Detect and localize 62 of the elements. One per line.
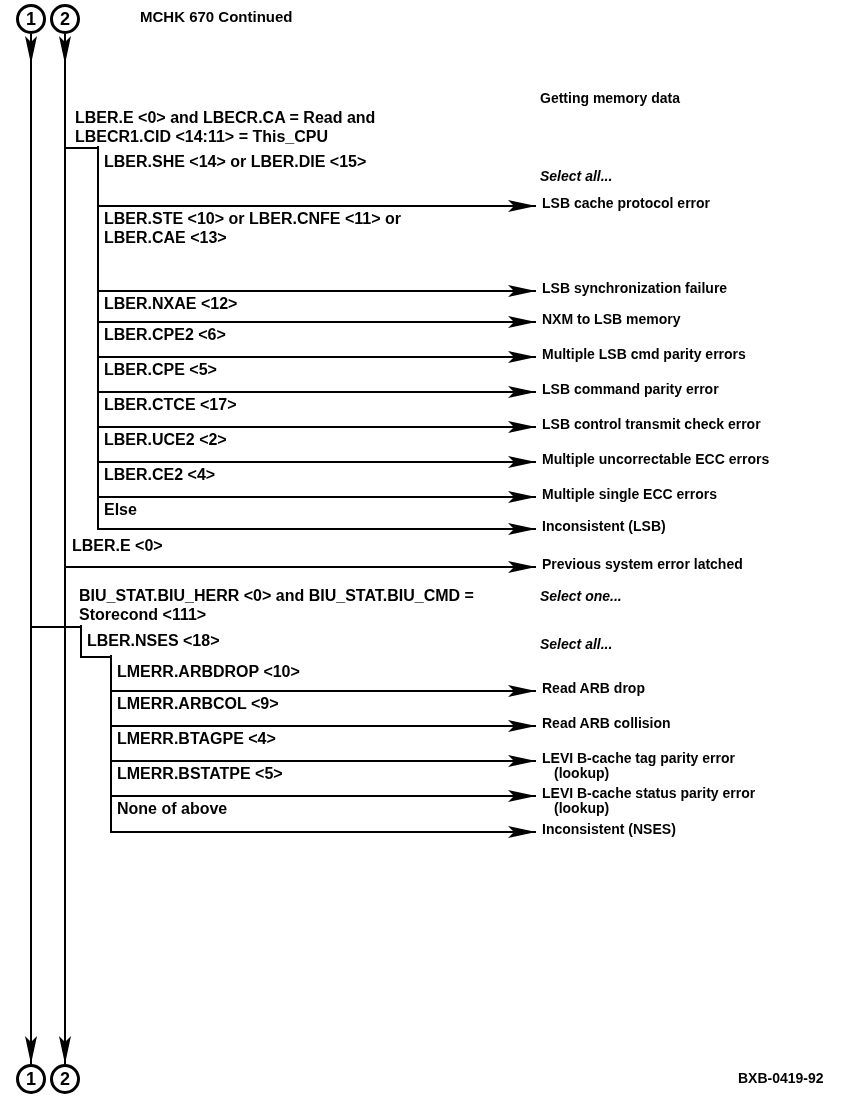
result-text: LEVI B-cache status parity error (lookup) <box>542 786 792 816</box>
result-text: Multiple single ECC errors <box>542 487 859 502</box>
annotation-text: Select one... <box>540 588 622 604</box>
arrow <box>25 33 37 1065</box>
condition-row: LMERR.ARBDROP <10> <box>110 660 477 692</box>
arrow <box>476 561 537 573</box>
condition-row: Else <box>97 498 477 530</box>
condition-row: LBER.NXAE <12> <box>97 292 477 323</box>
branch-line <box>110 654 112 834</box>
arrow <box>476 200 537 212</box>
condition-row: LMERR.BTAGPE <4> <box>110 727 477 762</box>
result-text: NXM to LSB memory <box>542 312 859 327</box>
condition-row: None of above <box>110 797 477 833</box>
condition-text: LBER.E <0> and LBECR.CA = Read and LBECR1.CID <14:11> = This_CPU <box>68 106 408 149</box>
result-text: Read ARB drop <box>542 681 859 696</box>
arrow <box>476 351 537 363</box>
connector-circle: 1 <box>16 1064 46 1094</box>
result-text: Previous system error latched <box>542 557 859 572</box>
arrow <box>476 456 537 468</box>
annotation-text: Select all... <box>540 636 613 652</box>
arrow <box>476 790 537 802</box>
connector-circle: 2 <box>50 1064 80 1094</box>
connector-circle: 2 <box>50 4 80 34</box>
branch-line <box>80 624 82 659</box>
figure-id: BXB-0419-92 <box>738 1070 824 1086</box>
result-text: LEVI B-cache tag parity error (lookup) <box>542 751 792 781</box>
condition-row: LBER.CTCE <17> <box>97 393 477 428</box>
result-text: Inconsistent (LSB) <box>542 519 859 534</box>
result-text: LSB command parity error <box>542 382 859 397</box>
result-text: LSB control transmit check error <box>542 417 859 432</box>
result-text: Multiple LSB cmd parity errors <box>542 347 859 362</box>
arrow <box>476 826 537 838</box>
annotation-text: Select all... <box>540 168 613 184</box>
arrow <box>476 285 537 297</box>
arrow <box>476 421 537 433</box>
condition-row: LMERR.ARBCOL <9> <box>110 692 477 727</box>
condition-row: LBER.STE <10> or LBER.CNFE <11> or LBER.CAE <13> <box>97 207 477 292</box>
result-text: LSB synchronization failure <box>542 281 859 296</box>
arrow <box>476 755 537 767</box>
result-text: LSB cache protocol error <box>542 196 859 211</box>
arrow <box>476 316 537 328</box>
condition-row: LBER.E <0> <box>65 534 477 568</box>
result-text: Read ARB collision <box>542 716 859 731</box>
arrow <box>59 33 71 1065</box>
condition-row: LBER.CE2 <4> <box>97 463 477 498</box>
condition-row: LBER.SHE <14> or LBER.DIE <15> <box>97 150 477 207</box>
arrow <box>476 720 537 732</box>
annotation-text: Getting memory data <box>540 90 681 106</box>
diagram-title: MCHK 670 Continued <box>140 8 293 25</box>
arrow <box>476 685 537 697</box>
arrow <box>476 523 537 535</box>
condition-text: LBER.NSES <18> <box>80 629 380 658</box>
result-text: Multiple uncorrectable ECC errors <box>542 452 859 467</box>
condition-row: LBER.CPE2 <6> <box>97 323 477 358</box>
arrow <box>476 491 537 503</box>
condition-row: LBER.CPE <5> <box>97 358 477 393</box>
condition-text: BIU_STAT.BIU_HERR <0> and BIU_STAT.BIU_CMD = Storecond <111> <box>72 584 482 628</box>
arrow <box>476 386 537 398</box>
condition-row: LMERR.BSTATPE <5> <box>110 762 477 797</box>
condition-row: LBER.UCE2 <2> <box>97 428 477 463</box>
result-text: Inconsistent (NSES) <box>542 822 859 837</box>
connector-circle: 1 <box>16 4 46 34</box>
